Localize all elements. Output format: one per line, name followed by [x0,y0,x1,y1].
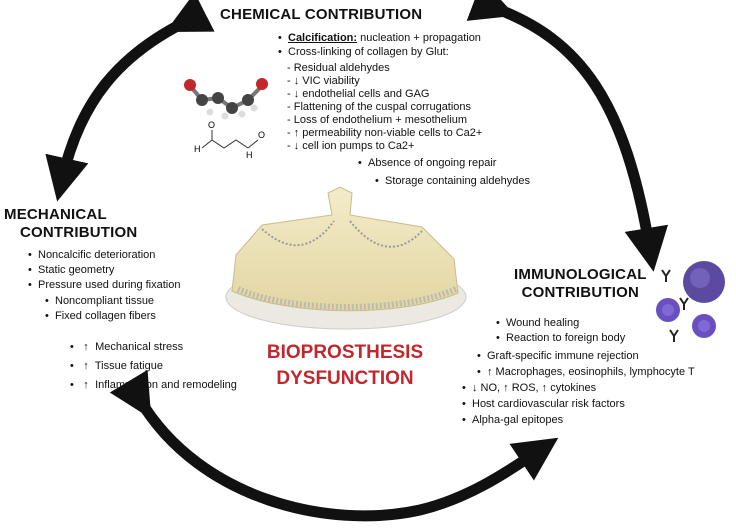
svg-text:H: H [194,144,201,154]
crosslink-text: Cross-linking of collagen by Glut: [288,46,449,58]
list-item: - ↓ cell ion pumps to Ca2+ [287,140,415,152]
list-item: •Host cardiovascular risk factors [462,398,625,410]
list-item: •↓ NO, ↑ ROS, ↑ cytokines [462,382,597,394]
list-item: - Loss of endothelium + mesothelium [287,114,468,126]
list-item: - ↓ endothelial cells and GAG [287,88,430,100]
immune-cells-icon [656,261,725,342]
list-item: •Graft-specific immune rejection [477,350,639,362]
list-item: - ↓ VIC viability [287,75,360,87]
list-item: - ↑ permeability non-viable cells to Ca2… [287,127,483,139]
glutaraldehyde-molecule-icon: O O H H [184,78,268,160]
list-item: •Fixed collagen fibers [45,310,156,322]
list-item: •↑ Tissue fatigue [70,360,163,372]
chemical-calcification: •Calcification: nucleation + propagation [278,32,481,44]
chemical-items: - Residual aldehydes - ↓ VIC viability -… [287,62,482,153]
list-item: •Wound healing [496,317,580,329]
calcification-text: nucleation + propagation [357,32,481,44]
list-item: •Pressure used during fixation [28,279,181,291]
list-item: •Noncalcific deterioration [28,249,156,261]
chemical-extra-0: •Absence of ongoing repair [358,157,497,169]
immunological-items-a: •Wound healing •Reaction to foreign body [496,316,625,346]
svg-text:O: O [258,130,265,140]
list-item: •Reaction to foreign body [496,332,626,344]
mechanical-sub-items: •Noncompliant tissue •Fixed collagen fib… [45,294,156,324]
list-item: •↑ Macrophages, eosinophils, lymphocyte … [477,366,695,378]
list-item: - Residual aldehydes [287,62,390,74]
arrow-top-right [466,0,669,272]
list-item: - Flattening of the cuspal corrugations [287,101,472,113]
center-title: BIOPROSTHESIS DYSFUNCTION [266,342,424,389]
list-item: •Alpha-gal epitopes [462,414,564,426]
svg-text:O: O [208,120,215,130]
chemical-crosslink: •Cross-linking of collagen by Glut: [278,46,449,58]
list-item: •↑ Inflammation and remodeling [70,379,237,391]
list-item: •↑ Mechanical stress [70,341,184,353]
chemical-extra-1: •Storage containing aldehydes [375,175,530,187]
immunological-items-b: •Graft-specific immune rejection •↑ Macr… [477,348,695,380]
immunological-items-c: •↓ NO, ↑ ROS, ↑ cytokines •Host cardiova… [462,380,625,428]
mechanical-arrow-items: •↑ Mechanical stress •↑ Tissue fatigue •… [70,338,237,395]
arrow-top-left [45,0,215,202]
list-item: •Static geometry [28,264,115,276]
bioprosthetic-valve-image [225,186,467,330]
calcification-label: Calcification: [288,32,358,44]
svg-text:H: H [246,150,253,160]
immunological-heading: IMMUNOLOGICAL CONTRIBUTION [514,266,647,301]
list-item: •Noncompliant tissue [45,295,155,307]
mechanical-heading: MECHANICAL CONTRIBUTION [4,206,138,241]
arrow-bottom [109,369,559,522]
chemical-heading: CHEMICAL CONTRIBUTION [220,6,423,23]
mechanical-items: •Noncalcific deterioration •Static geome… [28,248,180,293]
